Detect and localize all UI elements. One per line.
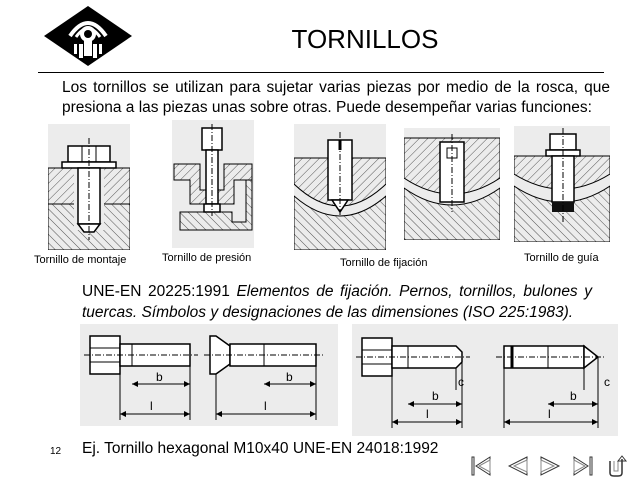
page-title: TORNILLOS	[291, 24, 439, 54]
norm-code: UNE-EN 20225:1991	[82, 283, 230, 300]
guia-screw-figure	[514, 126, 610, 242]
dim-c-label: c	[458, 375, 464, 389]
dim-b-label: b	[570, 389, 577, 403]
dimension-figure-left: b l b l	[80, 324, 338, 426]
previous-slide-icon[interactable]	[506, 455, 530, 477]
dim-l-label: l	[264, 399, 267, 413]
norm-title: Elementos de fijación. Pernos, tornillos…	[82, 283, 592, 321]
fijacion-screw-figure-2	[404, 128, 500, 240]
page-number: 12	[50, 446, 62, 457]
caption-montaje: Tornillo de montaje	[34, 254, 127, 266]
dim-c-label: c	[604, 375, 610, 389]
last-slide-icon[interactable]	[570, 455, 594, 477]
montaje-screw-figure	[48, 124, 130, 250]
intro-paragraph: Los tornillos se utilizan para sujetar v…	[62, 79, 610, 116]
return-icon[interactable]	[604, 455, 628, 477]
dim-b-label: b	[286, 370, 293, 384]
first-slide-icon[interactable]	[470, 455, 494, 477]
dim-l-label: l	[426, 407, 429, 421]
next-slide-icon[interactable]	[538, 455, 562, 477]
presion-screw-figure	[172, 120, 254, 248]
caption-presion: Tornillo de presión	[162, 252, 252, 264]
dim-b-label: b	[156, 370, 163, 384]
fijacion-screw-figure-1	[294, 124, 386, 250]
caption-fijacion: Tornillo de fijación	[340, 257, 428, 269]
logo	[44, 6, 132, 66]
dimension-figure-right: c b l c b l	[352, 324, 618, 436]
title-divider	[38, 72, 604, 73]
dim-l-label: l	[150, 399, 153, 413]
dim-b-label: b	[432, 389, 439, 403]
dim-l-label: l	[548, 407, 551, 421]
caption-guia: Tornillo de guía	[524, 252, 599, 264]
norm-paragraph: UNE-EN 20225:1991 Elementos de fijación.…	[82, 281, 592, 323]
example-text: Ej. Tornillo hexagonal M10x40 UNE-EN 240…	[82, 440, 439, 457]
